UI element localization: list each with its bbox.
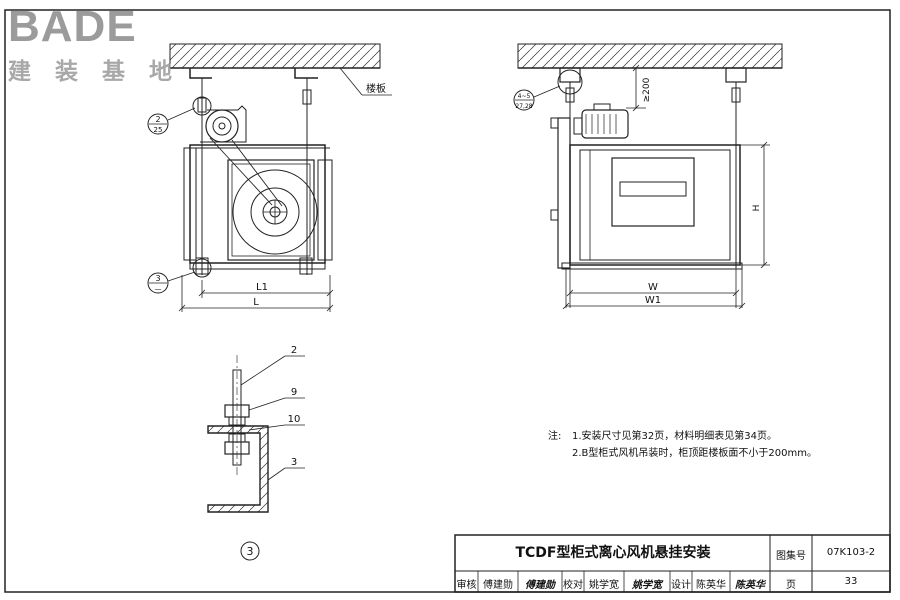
dim-W-label: W bbox=[648, 282, 658, 293]
detail-leader-10: 10 bbox=[288, 414, 301, 425]
review-signature: 傅建勋 bbox=[525, 580, 555, 591]
fan-cabinet-front bbox=[569, 144, 741, 266]
design-name: 陈英华 bbox=[696, 580, 726, 591]
floor-slab-label: 楼板 bbox=[366, 82, 386, 95]
fan-impeller bbox=[232, 169, 318, 255]
motor-pulley bbox=[205, 109, 239, 143]
page-label: 页 bbox=[786, 580, 796, 591]
logo-brand: BADE bbox=[8, 2, 137, 51]
height-H-label: H bbox=[752, 205, 762, 212]
hanger-bracket-right bbox=[294, 68, 318, 79]
callout-right-sheet: 27,28 bbox=[515, 103, 532, 110]
review-label: 审核 bbox=[456, 580, 477, 591]
atlas-label: 图集号 bbox=[776, 551, 806, 562]
hanger-plate-right bbox=[725, 67, 747, 83]
note-line-1: 1.安装尺寸见第32页，材料明细表见第34页。 bbox=[572, 431, 777, 442]
hanger-bracket-left bbox=[189, 68, 212, 79]
design-signature: 陈英华 bbox=[735, 580, 765, 591]
logo-subtitle: 建 装 基 地 bbox=[8, 59, 181, 85]
callout-top-sheet: 25 bbox=[154, 126, 163, 134]
callout-bottom-sheet: — bbox=[155, 285, 162, 293]
angle-steel bbox=[207, 425, 269, 513]
detail-3 bbox=[207, 355, 305, 561]
detail-leader-9: 9 bbox=[291, 387, 297, 398]
note-line-2: 2.B型柜式风机吊装时，柜顶距楼板面不小于200mm。 bbox=[572, 448, 817, 459]
ceiling-slab-left bbox=[169, 43, 381, 69]
dim-W1-label: W1 bbox=[645, 295, 661, 306]
check-label: 校对 bbox=[563, 580, 583, 591]
check-signature: 姚学宽 bbox=[632, 580, 662, 591]
fan-outlet bbox=[611, 157, 695, 227]
atlas-number: 07K103-2 bbox=[826, 547, 876, 558]
callout-bottom-number: 3 bbox=[155, 274, 160, 283]
check-name: 姚学宽 bbox=[589, 580, 619, 591]
dim-L1-label: L1 bbox=[256, 282, 268, 293]
fan-cabinet-side bbox=[189, 144, 326, 264]
review-name: 傅建勋 bbox=[483, 580, 513, 591]
clearance-label: ≥200 bbox=[642, 77, 652, 102]
left-view bbox=[147, 43, 392, 312]
title-block bbox=[454, 534, 891, 593]
design-label: 设计 bbox=[671, 580, 691, 591]
callout-top-number: 2 bbox=[155, 115, 160, 124]
detail-number-circle bbox=[240, 541, 260, 561]
page-number: 33 bbox=[844, 576, 858, 587]
notes-label: 注: bbox=[548, 431, 562, 442]
detail-number: 3 bbox=[247, 545, 254, 558]
callout-right-number: 4~5 bbox=[518, 93, 531, 100]
dim-L-label: L bbox=[253, 297, 259, 308]
drawing-frame bbox=[4, 9, 891, 593]
detail-leader-3: 3 bbox=[291, 457, 297, 468]
detail-leader-2: 2 bbox=[291, 345, 297, 356]
ceiling-slab-right bbox=[517, 43, 783, 69]
drawing-title: TCDF型柜式离心风机悬挂安装 bbox=[515, 545, 711, 561]
right-view bbox=[513, 43, 783, 310]
motor-body bbox=[581, 109, 629, 139]
